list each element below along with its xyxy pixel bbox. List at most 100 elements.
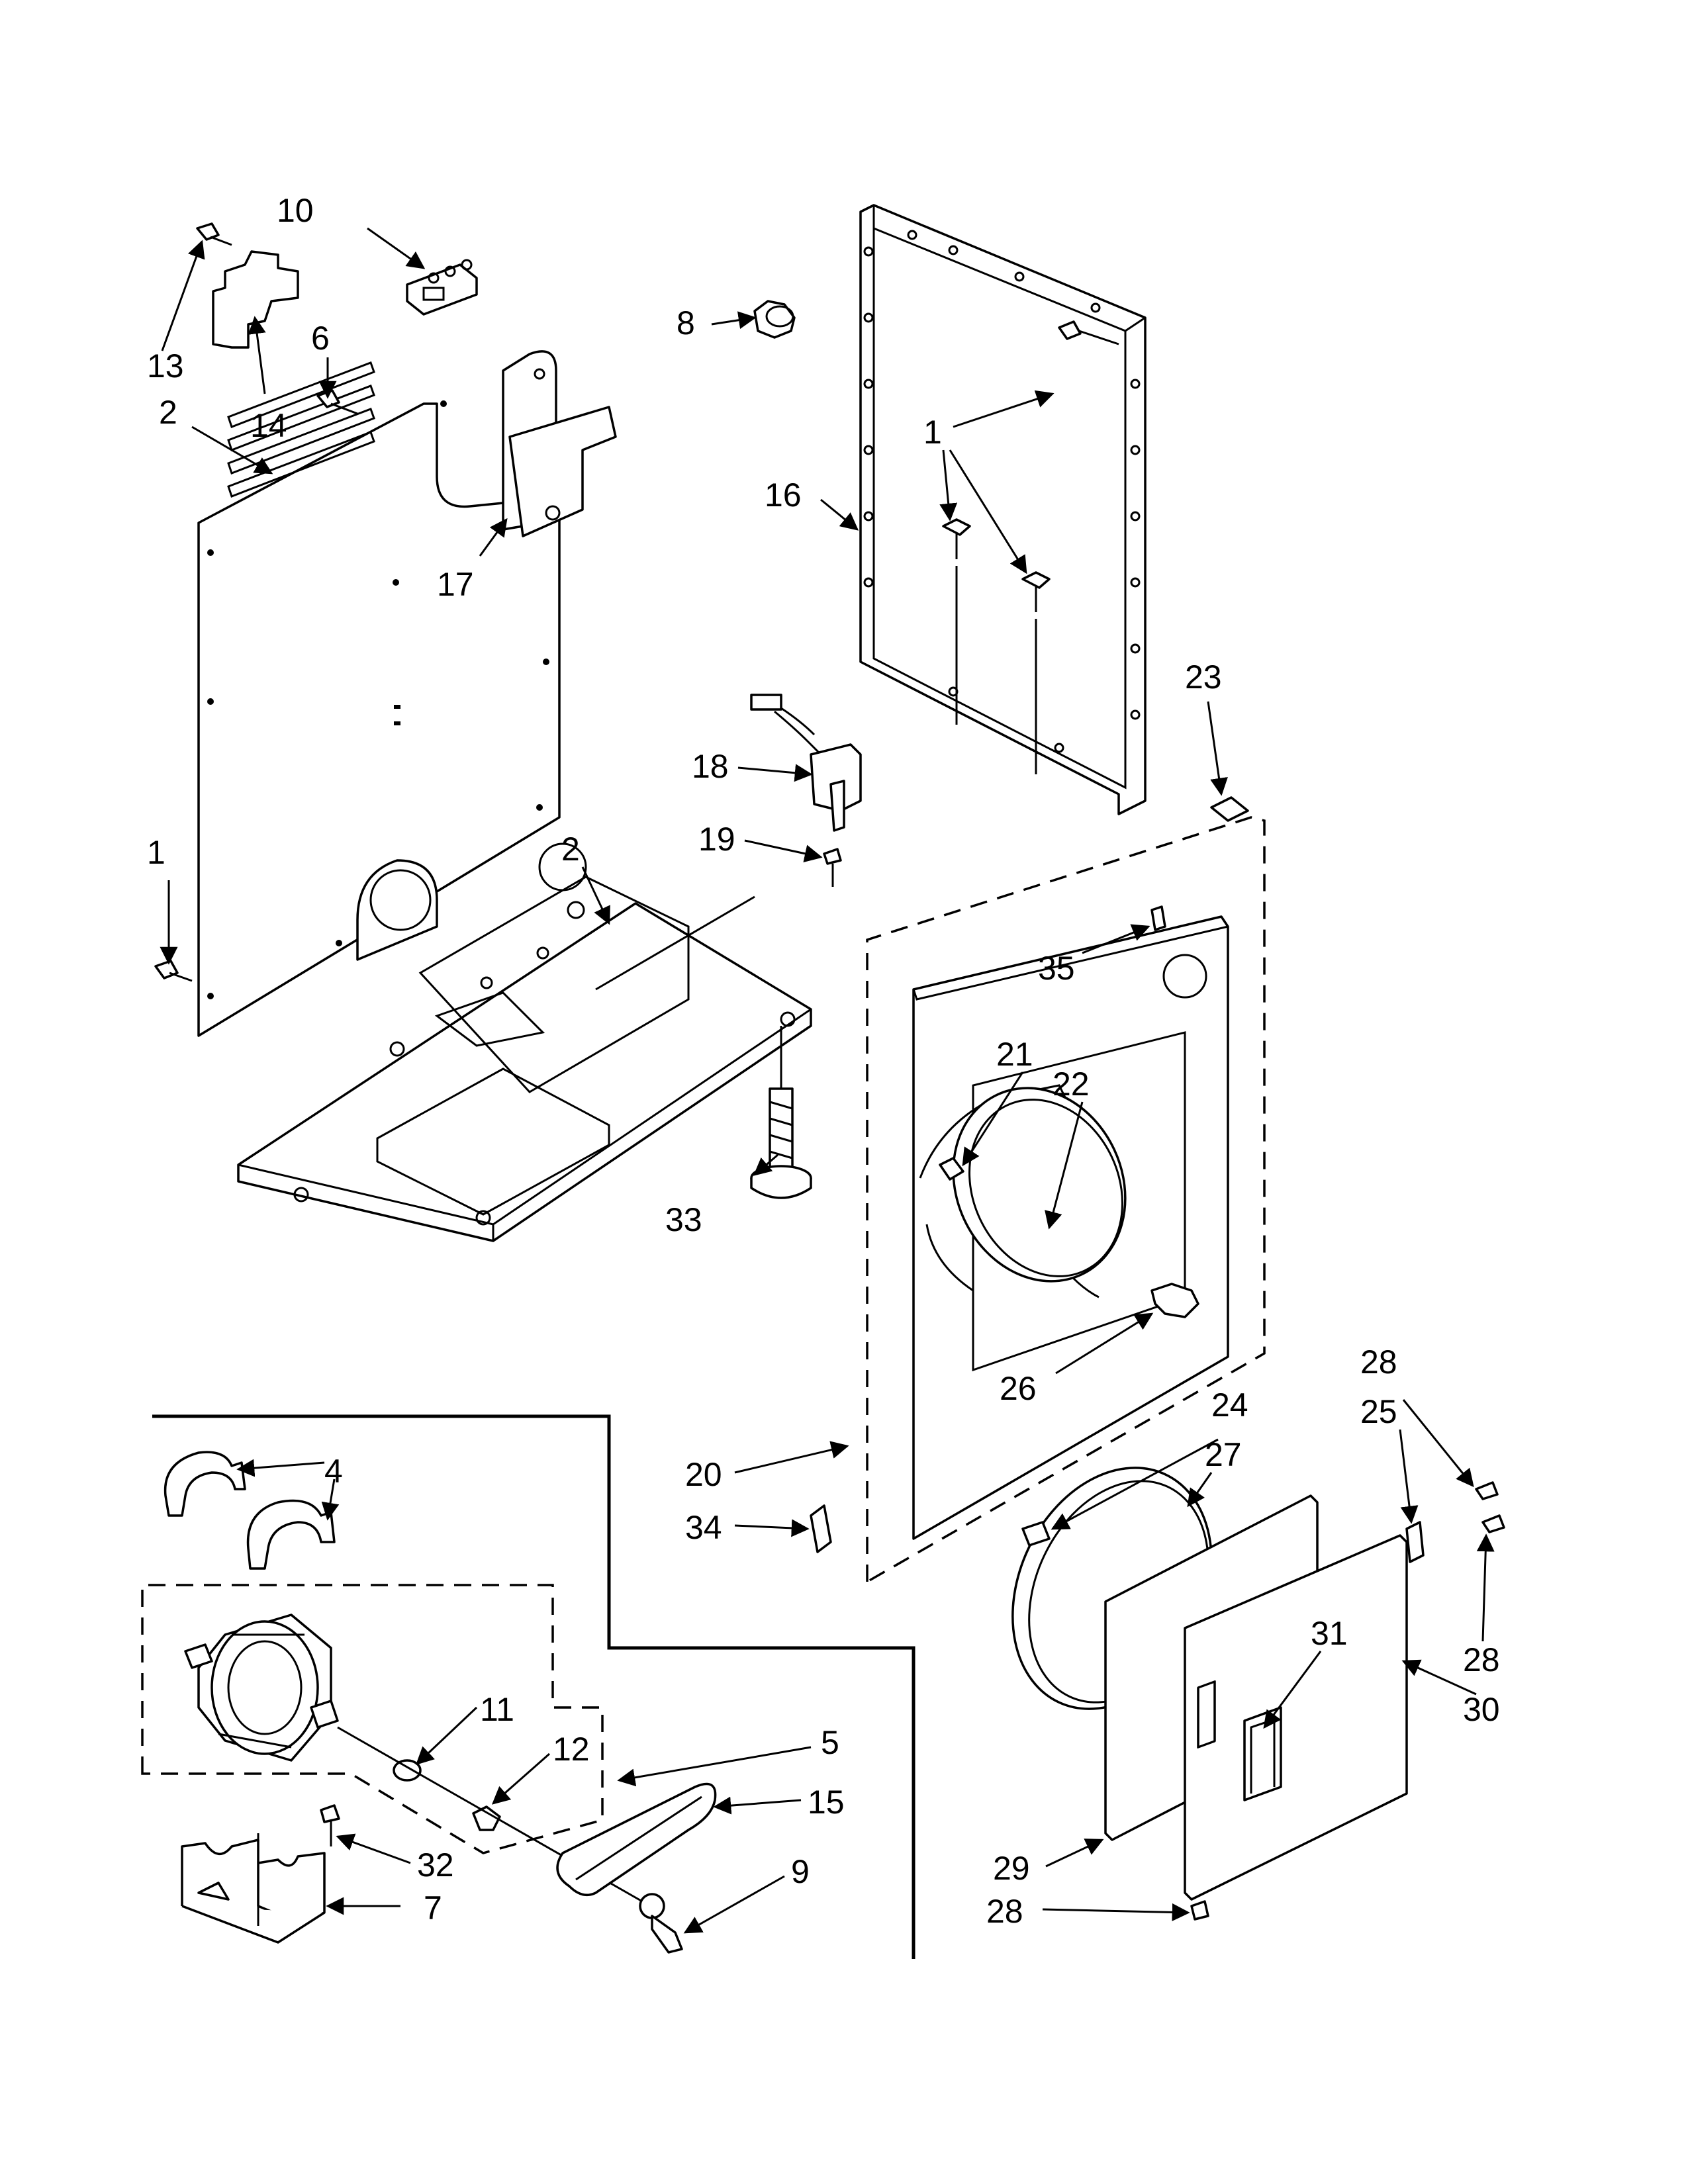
leader-8 xyxy=(711,311,757,330)
callout-3: 2 xyxy=(561,831,580,868)
leader-20 xyxy=(734,1441,849,1474)
callout-6: 6 xyxy=(311,320,330,357)
pulley-11 xyxy=(393,1759,422,1782)
callout-32: 32 xyxy=(417,1846,454,1884)
door-switch-18 xyxy=(750,694,862,832)
callout-9: 9 xyxy=(791,1853,810,1890)
leader-4-a xyxy=(236,1459,325,1477)
callout-13: 13 xyxy=(147,347,184,385)
latch-35 xyxy=(1150,905,1166,931)
leader-22 xyxy=(1045,1101,1084,1230)
leader-31 xyxy=(1263,1651,1322,1729)
leader-26 xyxy=(1055,1312,1154,1375)
callout-35: 35 xyxy=(1038,950,1075,987)
leader-34 xyxy=(734,1519,810,1537)
leader-13 xyxy=(161,240,205,351)
nut-12 xyxy=(472,1805,501,1831)
callout-28-bottom: 28 xyxy=(986,1893,1023,1930)
base-plate xyxy=(237,842,812,1242)
hinge-clip-26 xyxy=(1150,1283,1199,1318)
leader-12 xyxy=(491,1752,550,1805)
leader-32 xyxy=(336,1833,411,1864)
callout-17: 17 xyxy=(437,566,474,603)
leader-27 xyxy=(1187,1472,1213,1508)
callout-21: 21 xyxy=(996,1036,1033,1073)
clip-34 xyxy=(810,1504,832,1553)
leader-18 xyxy=(737,764,813,782)
callout-27: 27 xyxy=(1205,1436,1242,1473)
screw-28-bottom xyxy=(1190,1900,1209,1921)
leader-10 xyxy=(367,227,426,269)
leader-35 xyxy=(1082,924,1150,954)
screw-1-top-right xyxy=(1058,320,1119,345)
callout-12: 12 xyxy=(553,1731,590,1768)
front-panel-outline xyxy=(866,816,1266,1583)
leader-11 xyxy=(416,1706,478,1765)
callout-14: 14 xyxy=(250,407,287,444)
leader-1-c xyxy=(949,449,1027,574)
screw-28-upper xyxy=(1475,1481,1505,1533)
callout-15: 15 xyxy=(808,1784,845,1821)
leader-25 xyxy=(1399,1429,1419,1524)
leader-5 xyxy=(617,1746,812,1787)
leader-3 xyxy=(581,866,610,925)
screw-13 xyxy=(196,222,232,246)
terminal-block-10 xyxy=(406,259,478,316)
callout-33: 33 xyxy=(665,1201,702,1238)
callout-7: 7 xyxy=(424,1889,442,1927)
leveling-leg-33 xyxy=(750,1026,812,1199)
screw-19 xyxy=(823,848,842,887)
clip-23 xyxy=(1210,796,1249,822)
callout-labels: 10 13 14 6 2 17 1 2 8 1 16 18 19 23 35 2… xyxy=(147,192,1500,1930)
callout-29: 29 xyxy=(993,1850,1030,1887)
leader-16 xyxy=(820,498,859,531)
leader-29 xyxy=(1045,1839,1104,1868)
screw-1-top-mid-a xyxy=(942,518,971,725)
leader-33 xyxy=(753,1154,778,1176)
leader-1-a xyxy=(953,390,1055,428)
leader-21 xyxy=(962,1071,1024,1167)
idler-pulley-9 xyxy=(639,1893,683,1954)
leader-28-bottom xyxy=(1042,1903,1190,1921)
leader-30 xyxy=(1401,1659,1477,1696)
leader-9 xyxy=(683,1875,785,1934)
screw-32 xyxy=(320,1804,340,1846)
hinge-25 xyxy=(1405,1521,1425,1563)
callout-10: 10 xyxy=(277,192,314,229)
callout-18: 18 xyxy=(692,748,729,785)
leader-19 xyxy=(744,839,823,863)
outer-door-30 xyxy=(1184,1534,1408,1901)
callout-5: 5 xyxy=(821,1724,839,1761)
callout-1-left: 1 xyxy=(147,834,165,871)
leader-24 xyxy=(1051,1438,1219,1530)
leader-28-mid xyxy=(1476,1533,1495,1642)
callout-20: 20 xyxy=(685,1456,722,1493)
motor-bracket-7 xyxy=(181,1833,326,1944)
leader-14 xyxy=(248,316,266,394)
callout-2: 2 xyxy=(159,394,177,431)
leader-4-b xyxy=(321,1479,340,1521)
callout-30: 30 xyxy=(1463,1691,1500,1728)
callout-1-top: 1 xyxy=(923,414,942,451)
callout-28-upper: 28 xyxy=(1360,1343,1397,1381)
callout-19: 19 xyxy=(698,821,735,858)
strike-24 xyxy=(1021,1521,1051,1547)
motor-shaft-axis xyxy=(337,1726,663,1914)
callout-25: 25 xyxy=(1360,1393,1397,1430)
callout-4: 4 xyxy=(324,1453,343,1490)
leader-1-b xyxy=(939,449,958,522)
callout-8: 8 xyxy=(677,304,695,341)
cover-plate-14 xyxy=(212,250,299,349)
callout-23: 23 xyxy=(1185,659,1222,696)
callout-28-mid: 28 xyxy=(1463,1641,1500,1678)
section-border xyxy=(152,1414,915,1959)
leader-28-upper xyxy=(1402,1399,1474,1488)
top-frame xyxy=(859,204,1147,815)
bracket-17 xyxy=(502,350,617,537)
screw-1-left xyxy=(154,960,193,982)
leader-15 xyxy=(713,1796,802,1815)
callout-11: 11 xyxy=(480,1691,514,1728)
leader-lines xyxy=(160,227,1495,1934)
callout-16: 16 xyxy=(765,477,802,514)
